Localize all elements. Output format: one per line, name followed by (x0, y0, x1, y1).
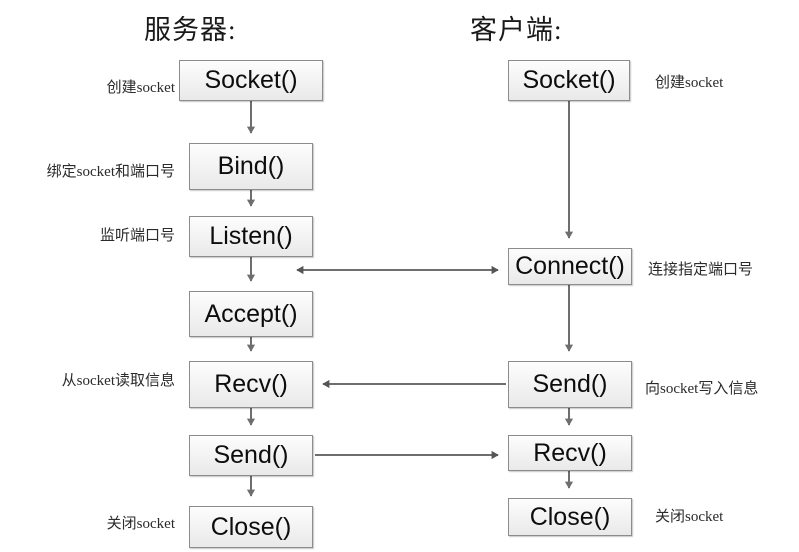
annotation-client-socket: 创建socket (655, 75, 724, 91)
node-client-socket[interactable]: Socket() (508, 60, 630, 101)
node-server-close[interactable]: Close() (189, 506, 313, 548)
annotation-server-socket: 创建socket (106, 80, 175, 96)
node-client-connect[interactable]: Connect() (508, 248, 632, 285)
horizontal-connectors (296, 265, 506, 460)
annotation-server-recv: 从socket读取信息 (61, 373, 175, 389)
column-title-client: 客户端: (470, 15, 563, 45)
annotation-server-close: 关闭socket (106, 516, 175, 532)
node-server-listen[interactable]: Listen() (189, 216, 313, 257)
node-client-send[interactable]: Send() (508, 361, 632, 408)
node-server-accept[interactable]: Accept() (189, 291, 313, 337)
node-server-bind[interactable]: Bind() (189, 143, 313, 190)
node-server-socket[interactable]: Socket() (179, 60, 323, 101)
column-title-server: 服务器: (144, 15, 237, 45)
node-server-recv[interactable]: Recv() (189, 361, 313, 408)
node-client-close[interactable]: Close() (508, 498, 632, 536)
annotation-client-connect: 连接指定端口号 (648, 262, 754, 278)
annotation-server-bind: 绑定socket和端口号 (46, 164, 175, 180)
annotation-server-listen: 监听端口号 (99, 228, 175, 244)
annotation-client-close: 关闭socket (655, 509, 724, 525)
annotation-client-send: 向socket写入信息 (645, 381, 759, 397)
node-client-recv[interactable]: Recv() (508, 435, 632, 471)
node-server-send[interactable]: Send() (189, 435, 313, 476)
